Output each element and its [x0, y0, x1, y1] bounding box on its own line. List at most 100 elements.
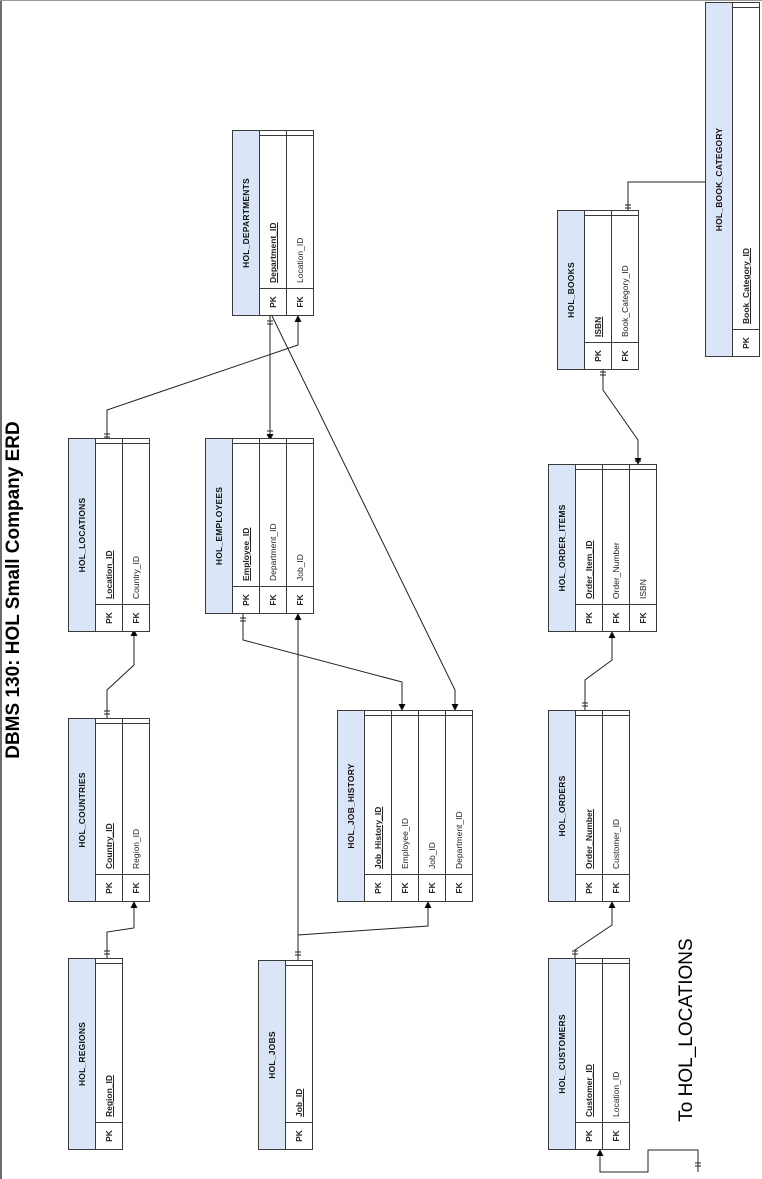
entity-name: HOL_EMPLOYEES	[206, 439, 233, 613]
entity-hol-jobs: HOL_JOBS PK Job_ID	[258, 960, 313, 1150]
entity-hol-employees: HOL_EMPLOYEES PK Employee_ID FK Departme…	[205, 438, 314, 614]
mark-jh-job-many	[424, 900, 432, 909]
mark-dept-one	[267, 320, 273, 325]
primary-key-attribute: Order_Number	[576, 715, 602, 874]
attribute-row: PK Customer_ID	[576, 959, 602, 1149]
foreign-key-attribute: Department_ID	[446, 715, 472, 874]
primary-key-attribute: Region_ID	[96, 963, 122, 1122]
mark-orders-one	[582, 702, 588, 707]
entity-name: HOL_ORDERS	[549, 711, 576, 901]
primary-key-attribute: Country_ID	[96, 723, 122, 874]
mark-customers-one	[572, 950, 578, 955]
primary-key-attribute: Order_Item_ID	[576, 469, 602, 604]
foreign-key-attribute: Country_ID	[123, 443, 149, 604]
primary-key-attribute: Employee_ID	[233, 443, 259, 586]
mark-external-one	[695, 1162, 701, 1167]
key-marker: FK	[123, 604, 149, 631]
attribute-row: FK Order_Number	[602, 465, 629, 631]
entity-name: HOL_LOCATIONS	[69, 439, 96, 631]
entity-hol-orders: HOL_ORDERS PK Order_Number FK Customer_I…	[548, 710, 630, 902]
rel-customers-orders	[574, 902, 613, 958]
key-marker: FK	[260, 586, 286, 613]
key-marker: PK	[576, 604, 602, 631]
attribute-row: FK Department_ID	[259, 439, 286, 613]
entity-name: HOL_BOOK_CATEGORY	[706, 3, 733, 356]
entity-name: HOL_REGIONS	[69, 959, 96, 1149]
key-marker: PK	[96, 874, 122, 901]
key-marker: FK	[446, 874, 472, 901]
key-marker: FK	[612, 342, 638, 369]
primary-key-attribute: Customer_ID	[576, 963, 602, 1122]
primary-key-attribute: Department_ID	[260, 135, 286, 288]
mark-emp-job-many	[294, 612, 302, 621]
attribute-row: FK ISBN	[629, 465, 656, 631]
key-marker: FK	[603, 1122, 629, 1149]
mark-orders-cust-many	[608, 900, 616, 909]
key-marker: PK	[96, 1122, 122, 1149]
key-marker: PK	[365, 874, 391, 901]
attribute-row: FK Job_ID	[418, 711, 445, 901]
attribute-row: FK Job_ID	[286, 439, 313, 613]
primary-key-attribute: Location_ID	[96, 443, 122, 604]
key-marker: FK	[419, 874, 445, 901]
attribute-row: PK ISBN	[585, 211, 611, 369]
entity-name: HOL_BOOKS	[558, 211, 585, 369]
mark-dept-loc-many	[294, 314, 302, 323]
entity-hol-customers: HOL_CUSTOMERS PK Customer_ID FK Location…	[548, 958, 630, 1150]
mark-emp-one	[240, 617, 246, 622]
entity-name: HOL_CUSTOMERS	[549, 959, 576, 1149]
key-marker: PK	[96, 604, 122, 631]
mark-jobs-one	[295, 951, 301, 956]
mark-book-category-one	[625, 204, 631, 209]
key-marker: PK	[260, 288, 286, 315]
entity-name: HOL_DEPARTMENTS	[233, 131, 260, 315]
rel-jobs-job-history	[297, 902, 429, 936]
attribute-row: PK Job_History_ID	[365, 711, 391, 901]
entity-hol-departments: HOL_DEPARTMENTS PK Department_ID FK Loca…	[232, 130, 314, 316]
attribute-row: PK Department_ID	[260, 131, 286, 315]
mark-orderitems-orders-many	[608, 630, 616, 639]
foreign-key-attribute: Customer_ID	[603, 715, 629, 874]
entity-hol-countries: HOL_COUNTRIES PK Country_ID FK Region_ID	[68, 718, 150, 902]
key-marker: PK	[286, 1122, 312, 1149]
primary-key-attribute: ISBN	[585, 215, 611, 342]
foreign-key-attribute: Region_ID	[123, 723, 149, 874]
rel-customers-external	[599, 1149, 699, 1173]
attribute-row: FK Region_ID	[122, 719, 149, 901]
foreign-key-attribute: Department_ID	[260, 443, 286, 586]
foreign-key-attribute: Job_ID	[287, 443, 313, 586]
attribute-row: FK Department_ID	[445, 711, 472, 901]
attribute-row: PK Country_ID	[96, 719, 122, 901]
entity-name: HOL_COUNTRIES	[69, 719, 96, 901]
attribute-row: FK Customer_ID	[602, 711, 629, 901]
rel-employees-job-history	[242, 614, 403, 710]
foreign-key-attribute: Location_ID	[287, 135, 313, 288]
entity-name: HOL_JOB_HISTORY	[338, 711, 365, 901]
attribute-row: PK Job_ID	[286, 961, 312, 1149]
attribute-row: FK Country_ID	[122, 439, 149, 631]
rel-locations-departments	[106, 316, 299, 440]
foreign-key-attribute: Employee_ID	[392, 715, 418, 874]
primary-key-attribute: Book_Category_ID	[733, 7, 759, 329]
key-marker: FK	[287, 288, 313, 315]
attribute-row: FK Location_ID	[286, 131, 313, 315]
foreign-key-attribute: Location_ID	[603, 963, 629, 1122]
entity-hol-regions: HOL_REGIONS PK Region_ID	[68, 958, 123, 1150]
mark-customers-loc-many	[596, 1148, 604, 1157]
rel-departments-job-history	[271, 315, 456, 710]
primary-key-attribute: Job_ID	[286, 965, 312, 1122]
external-reference-note: To HOL_LOCATIONS	[676, 938, 697, 1122]
rel-countries-locations	[106, 630, 135, 718]
key-marker: FK	[603, 874, 629, 901]
entity-hol-locations: HOL_LOCATIONS PK Location_ID FK Country_…	[68, 438, 150, 632]
foreign-key-attribute: Book_Category_ID	[612, 215, 638, 342]
attribute-row: PK Region_ID	[96, 959, 122, 1149]
key-marker: PK	[576, 1122, 602, 1149]
diagram-title: DBMS 130: HOL Small Company ERD	[3, 421, 24, 759]
foreign-key-attribute: Job_ID	[419, 715, 445, 874]
key-marker: PK	[576, 874, 602, 901]
attribute-row: PK Location_ID	[96, 439, 122, 631]
entity-name: HOL_ORDER_ITEMS	[549, 465, 576, 631]
rel-books-order-items	[602, 370, 639, 464]
